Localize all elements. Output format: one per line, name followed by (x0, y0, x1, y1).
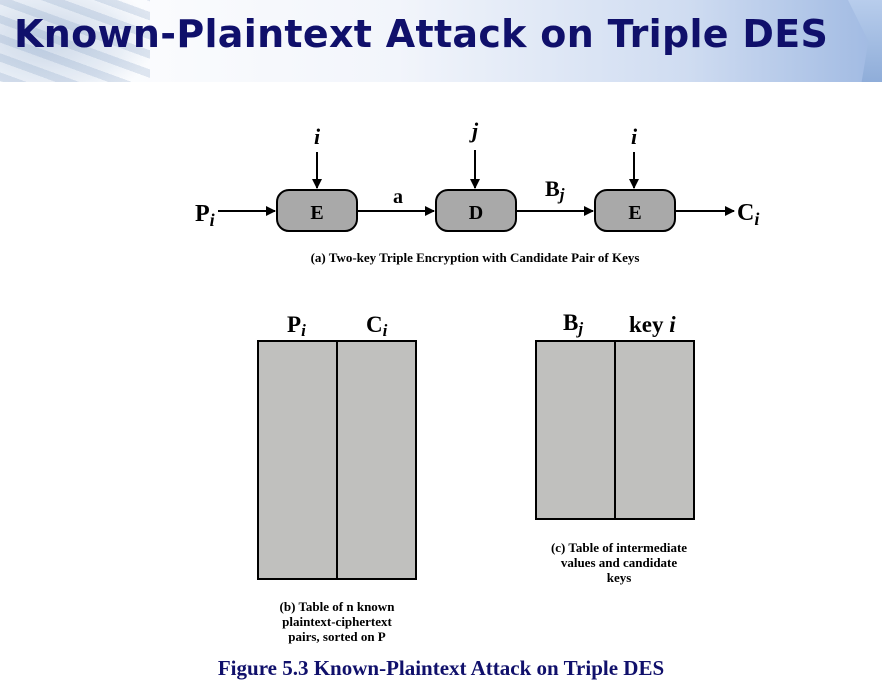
table-b-caption-line-2: plaintext-ciphertext (222, 614, 452, 629)
table-c-col1-header: Bj (563, 310, 583, 338)
table-c-caption-line-3: keys (504, 570, 734, 585)
edge-b-label: Bj (545, 176, 565, 204)
table-b-caption-line-1: (b) Table of n known (222, 599, 452, 614)
table-b-col1-header: Pi (287, 312, 306, 340)
table-c-caption-line-2: values and candidate (504, 555, 734, 570)
table-b-col2 (337, 341, 416, 579)
plaintext-label: Pi (195, 201, 215, 230)
table-c-col2-header: key i (629, 312, 676, 337)
edge-a-label: a (393, 186, 403, 208)
encrypt-box-2-label: E (628, 202, 641, 224)
part-a-caption: (a) Two-key Triple Encryption with Candi… (180, 250, 770, 265)
table-b-col2-header: Ci (366, 312, 388, 340)
table-c-col2 (615, 341, 694, 519)
table-b-col1 (258, 341, 337, 579)
table-c-col1 (536, 341, 615, 519)
table-c-caption-line-1: (c) Table of intermediate (504, 540, 734, 555)
decrypt-box-label: D (469, 202, 483, 224)
encrypt-box-1-label: E (310, 202, 323, 224)
figure-caption: Figure 5.3 Known-Plaintext Attack on Tri… (0, 656, 882, 681)
table-b-caption: (b) Table of n known plaintext-ciphertex… (222, 599, 452, 644)
key-label-1: i (314, 124, 321, 149)
table-c-caption: (c) Table of intermediate values and can… (504, 540, 734, 585)
ciphertext-label: Ci (737, 200, 759, 229)
key-label-3: i (631, 124, 638, 149)
key-label-2: j (469, 118, 479, 143)
table-b-caption-line-3: pairs, sorted on P (222, 629, 452, 644)
